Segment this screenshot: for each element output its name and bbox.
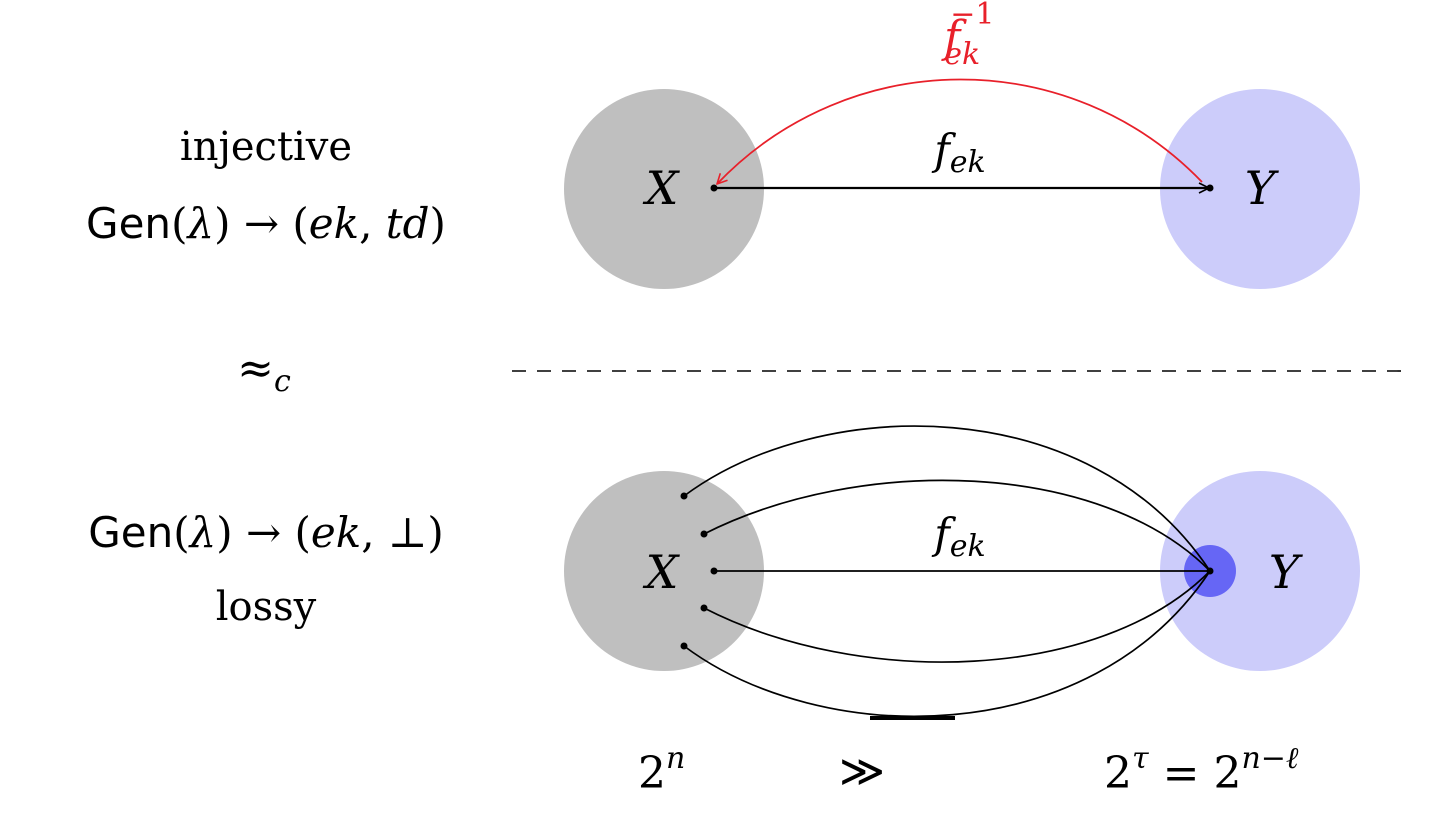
lossy-gen-expression: Gen(λ) → (ek, ⊥): [88, 508, 444, 557]
injective-domain-circle: [564, 89, 764, 289]
output-bottom: ⊥: [388, 508, 428, 557]
function-subscript: ek: [950, 529, 986, 564]
gen-name: Gen: [86, 199, 171, 248]
lossy-source-point-4: [700, 604, 708, 612]
gen-close-paren: ): [216, 508, 232, 557]
output-td: td: [386, 199, 430, 248]
gen-param-lambda: λ: [188, 508, 217, 557]
inverse-subscript: ek: [944, 37, 980, 72]
domain-size-exponent: n: [666, 741, 685, 776]
gen-open-paren: (: [171, 199, 187, 248]
lossy-source-point-1: [680, 492, 688, 500]
injective-range-circle: [1160, 89, 1360, 289]
injective-target-point: [1206, 184, 1214, 192]
lossy-map-curve-5: [683, 570, 1211, 718]
output-close-paren: ): [430, 199, 446, 248]
lossy-map-curve-4: [703, 570, 1211, 663]
output-separator: ,: [359, 199, 386, 248]
injective-function-label: fek: [931, 125, 985, 180]
lossy-domain-label: X: [643, 545, 681, 599]
gen-open-paren: (: [173, 508, 189, 557]
gen-name: Gen: [88, 508, 173, 557]
range-size-equals: =: [1149, 748, 1214, 799]
lossy-range-circle: [1160, 471, 1360, 671]
gen-close-paren: ): [214, 199, 230, 248]
gen-arrow: →: [233, 508, 295, 557]
indistinguishability-symbol: ≈c: [237, 343, 291, 399]
lossy-function-label: fek: [931, 509, 985, 564]
injective-inverse-arrow: [717, 78, 1203, 184]
lossy-mode-label: lossy: [216, 584, 317, 630]
lossy-domain-circle: [564, 471, 764, 671]
injective-domain-label: X: [643, 161, 681, 215]
lossy-source-point-5: [680, 642, 688, 650]
injective-panel: injective Gen(λ) → (ek, td) X Y fek fek−…: [86, 0, 1360, 289]
inverse-superscript: −1: [950, 0, 994, 32]
lossy-range-label: Y: [1269, 545, 1304, 599]
domain-size-base: 2: [638, 748, 666, 799]
range-size: 2τ = 2n−ℓ: [1104, 741, 1299, 799]
lossy-map-curve-1: [683, 425, 1211, 572]
function-subscript: ek: [950, 145, 986, 180]
range-size-base2: 2: [1213, 748, 1241, 799]
cardinality-row: 2n ≫ 2τ = 2n−ℓ: [638, 741, 1299, 799]
range-size-base: 2: [1104, 748, 1132, 799]
output-open-paren: (: [295, 508, 311, 557]
lossy-map-curve-2: [703, 479, 1211, 572]
gen-arrow: →: [230, 199, 292, 248]
separator: ≈c: [237, 343, 1404, 399]
output-close-paren: ): [427, 508, 443, 557]
approx-symbol: ≈: [237, 343, 274, 394]
range-size-exponent: τ: [1132, 741, 1149, 776]
output-separator: ,: [361, 508, 388, 557]
lossy-panel: Gen(λ) → (ek, ⊥) lossy X Y fek: [88, 425, 1360, 720]
injective-mode-label: injective: [180, 124, 352, 170]
injective-source-point: [710, 184, 718, 192]
output-open-paren: (: [292, 199, 308, 248]
gen-param-lambda: λ: [185, 199, 214, 248]
lossy-target-point: [1206, 567, 1214, 575]
much-greater-symbol: ≫: [839, 746, 885, 797]
injective-gen-expression: Gen(λ) → (ek, td): [86, 199, 446, 248]
output-ek: ek: [309, 199, 359, 248]
domain-size: 2n: [638, 741, 685, 799]
injective-range-label: Y: [1245, 161, 1280, 215]
approx-subscript: c: [274, 364, 291, 399]
injective-inverse-label: fek−1: [941, 0, 994, 72]
range-size-exponent2: n−ℓ: [1241, 741, 1298, 776]
lossy-source-point-2: [700, 530, 708, 538]
lossy-source-point-3: [710, 567, 718, 575]
output-ek: ek: [311, 508, 361, 557]
